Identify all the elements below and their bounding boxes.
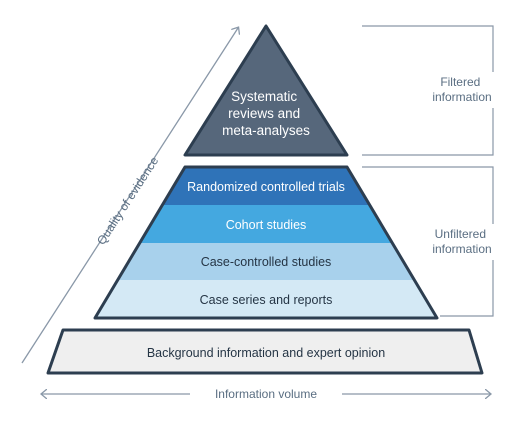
level-case-series-and-reports <box>95 280 437 318</box>
top-label-line-1: Systematic <box>231 89 297 104</box>
filtered-label-line-1: Filtered <box>440 75 480 89</box>
level-label-cohort-studies: Cohort studies <box>226 218 307 232</box>
unfiltered-label-line-2: information <box>432 242 491 256</box>
filtered-label-line-2: information <box>432 90 491 104</box>
top-label: Systematic reviews and meta-analyses <box>222 89 310 138</box>
unfiltered-outline <box>93 165 439 320</box>
pyramid-base <box>46 328 484 375</box>
level-label-case-controlled-studies: Case-controlled studies <box>201 255 332 269</box>
pyramid-top-triangle <box>183 24 349 157</box>
pyramid-unfiltered-section <box>93 165 439 320</box>
level-label-case-series-and-reports: Case series and reports <box>200 293 333 307</box>
level-cohort-studies <box>140 205 392 243</box>
level-label-randomized-controlled-trials: Randomized controlled trials <box>187 180 345 194</box>
unfiltered-label-line-1: Unfiltered <box>435 227 486 241</box>
level-randomized-controlled-trials <box>163 167 369 205</box>
information-volume-label: Information volume <box>215 387 317 401</box>
top-label-line-3: meta-analyses <box>222 123 310 138</box>
unfiltered-label: Unfiltered information <box>432 227 491 256</box>
unfiltered-label-backdrop <box>418 224 508 260</box>
filtered-label-backdrop <box>422 72 504 108</box>
level-case-controlled-studies <box>118 243 414 280</box>
filtered-label: Filtered information <box>432 75 491 104</box>
top-label-line-2: reviews and <box>228 106 300 121</box>
quality-of-evidence-arrow <box>21 28 238 364</box>
base-label: Background information and expert opinio… <box>147 346 385 360</box>
